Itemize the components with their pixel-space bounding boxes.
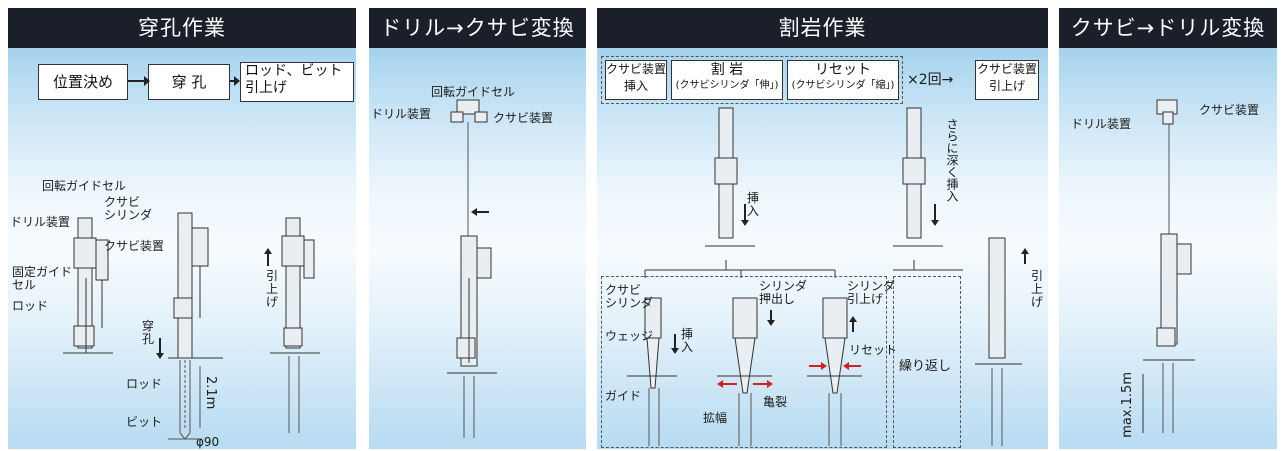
- label-depth: 2.1m: [203, 376, 218, 410]
- label-max-depth: max.1.5m: [1120, 372, 1135, 438]
- panel-drilling: 穿孔作業 位置決め 穿 孔 ロッド、ビット 引上げ: [8, 8, 356, 449]
- label-cylinder-extend: シリンダ 押出し: [759, 279, 808, 306]
- label-guide: ガイド: [605, 389, 642, 403]
- flow-step-drilling: 穿 孔: [148, 64, 230, 100]
- panel-title: 割岩作業: [597, 8, 1048, 48]
- flow-step-split: 割 岩 (クサビシリンダ「伸」): [671, 60, 783, 100]
- label-cylinder-retract: シリンダ 引上げ: [847, 279, 896, 306]
- label-rotary-guide-cell: 回転ガイドセル: [42, 179, 127, 193]
- label-drill-unit: ドリル装置: [1071, 117, 1132, 131]
- label-insert: 挿 入: [747, 191, 760, 218]
- drill-to-wedge-illustration: [447, 99, 497, 438]
- label-wedge-cylinder: クサビ シリンダ: [605, 283, 654, 310]
- label-drilling-arrow: 穿 孔: [142, 319, 155, 346]
- label-drill-unit: ドリル装置: [371, 107, 432, 121]
- label-pull-up: 引 上 げ: [1031, 269, 1044, 309]
- label-reset: リセット: [849, 343, 898, 357]
- flow-step-positioning: 位置決め: [38, 64, 128, 100]
- panel-title: クサビ→ドリル変換: [1059, 8, 1277, 48]
- flow-step-reset: リセット (クサビシリンダ「縮」): [787, 60, 899, 100]
- panel-wedge-to-drill: クサビ→ドリル変換 ドリル装置 クサビ装置 max.1.5m: [1059, 8, 1277, 449]
- label-pull-up: 引 上 げ: [266, 269, 279, 309]
- label-diameter: φ90: [196, 435, 220, 449]
- repeat-group: [893, 276, 961, 448]
- label-wedge: ウェッジ: [605, 329, 654, 343]
- label-drill-unit: ドリル装置: [10, 215, 71, 229]
- flow-repeat: ×2回→: [907, 72, 954, 88]
- label-rod-hole: ロッド: [126, 377, 163, 391]
- panel-splitting: 割岩作業 クサビ装置 挿入 割 岩 (クサビシリンダ「伸」) リセット (クサビ…: [597, 8, 1048, 449]
- flow-group: [601, 56, 903, 104]
- label-insert-detail: 挿 入: [681, 327, 694, 354]
- label-bit: ビット: [126, 415, 163, 429]
- label-wedge-unit: クサビ装置: [1199, 103, 1260, 117]
- panel-title: ドリル→クサビ変換: [369, 8, 586, 48]
- panel-drill-to-wedge: ドリル→クサビ変換 回転ガイドセル ドリル装置 クサビ装置: [369, 8, 586, 449]
- label-wedge-unit: クサビ装置: [104, 239, 165, 253]
- wedge-to-drill-illustration: [1142, 99, 1195, 433]
- label-wedge-unit: クサビ装置: [493, 111, 554, 125]
- label-crack: 亀裂: [763, 395, 788, 409]
- label-repeat: 繰り返し: [899, 359, 952, 374]
- label-widen: 拡幅: [703, 411, 728, 425]
- panel-title: 穿孔作業: [8, 8, 356, 48]
- detail-group: [601, 276, 887, 448]
- label-rod: ロッド: [12, 299, 49, 313]
- label-wedge-cylinder: クサビ シリンダ: [104, 195, 153, 222]
- drilling-illustration: [63, 76, 320, 440]
- flow-step-pullup: クサビ装置 引上げ: [975, 60, 1039, 100]
- flow-step-insert: クサビ装置 挿入: [605, 60, 667, 100]
- label-deeper-insert: さらに深く挿入: [945, 118, 959, 202]
- flow-step-pullup: ロッド、ビット 引上げ: [240, 62, 354, 102]
- label-fixed-guide-cell: 固定ガイド セル: [12, 265, 73, 292]
- label-rotary-guide-cell: 回転ガイドセル: [431, 85, 516, 99]
- splitting-illustration: [627, 107, 1029, 446]
